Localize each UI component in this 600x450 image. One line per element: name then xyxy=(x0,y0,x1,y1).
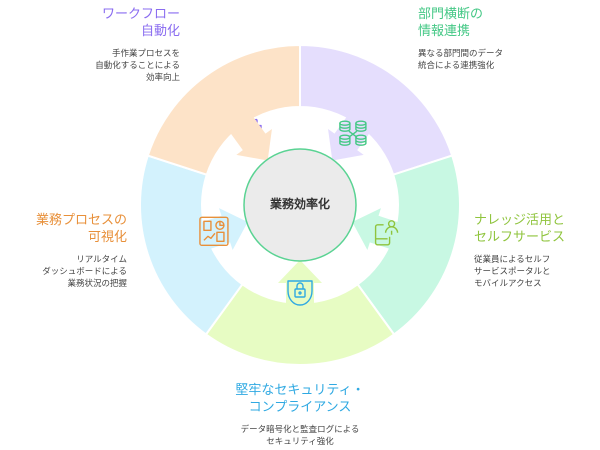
dashboard-icon xyxy=(199,216,229,247)
segment-title: 業務プロセスの可視化 xyxy=(35,213,127,245)
ring-segment-knowledge xyxy=(204,282,396,367)
ring-segment-workflow xyxy=(299,43,454,176)
segment-text-workflow: ワークフロー自動化 手作業プロセスを自動化することによる効率向上 xyxy=(95,6,180,84)
segment-text-knowledge: ナレッジ活用とセルフサービス 従業員によるセルフサービスポータルとモバイルアクセ… xyxy=(474,212,565,290)
segment-text-security: 堅牢なセキュリティ・コンプライアンス データ暗号化と監査ログによるセキュリティ強… xyxy=(190,382,410,448)
segment-title: 堅牢なセキュリティ・コンプライアンス xyxy=(235,383,365,415)
arrow-visibility xyxy=(219,101,272,161)
segment-description: 異なる部門間のデータ統合による連携強化 xyxy=(418,49,504,71)
segment-title: 部門横断の情報連携 xyxy=(418,7,484,39)
ring-segment-visibility xyxy=(146,43,301,176)
segment-title: ワークフロー自動化 xyxy=(101,7,180,39)
center-label: 業務効率化 xyxy=(269,197,330,211)
database-network-icon xyxy=(339,120,367,146)
shield-lock-icon xyxy=(287,280,313,306)
segment-description: 従業員によるセルフサービスポータルとモバイルアクセス xyxy=(474,255,551,289)
arrow-workflow xyxy=(328,101,381,161)
segment-text-visibility: 業務プロセスの可視化 リアルタイムダッシュボードによる業務状況の把握 xyxy=(36,212,127,290)
mobile-user-icon xyxy=(374,220,399,246)
arrow-integration xyxy=(352,208,417,255)
segment-title: ナレッジ活用とセルフサービス xyxy=(474,213,566,245)
segment-text-integration: 部門横断の情報連携 異なる部門間のデータ統合による連携強化 xyxy=(418,6,503,72)
segment-description: リアルタイムダッシュボードによる業務状況の把握 xyxy=(42,255,127,289)
segment-description: 手作業プロセスを自動化することによる効率向上 xyxy=(95,49,180,83)
segment-description: データ暗号化と監査ログによるセキュリティ強化 xyxy=(240,425,360,447)
center-circle xyxy=(243,148,357,262)
